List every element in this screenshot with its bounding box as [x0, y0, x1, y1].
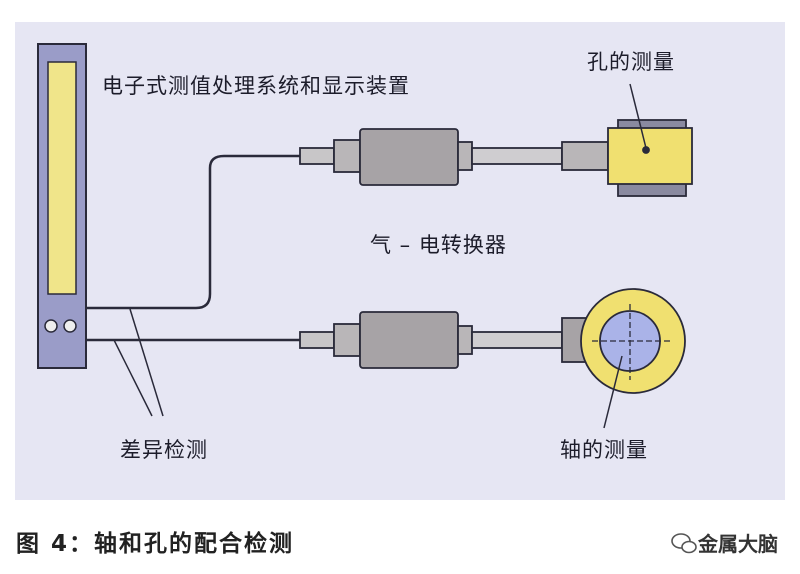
pointer-line-upper [129, 308, 164, 417]
converter-label: 气 – 电转换器 [370, 233, 507, 257]
watermark: 金属大脑 [670, 528, 778, 557]
hole-gauge [607, 119, 693, 197]
shaft-measure-label: 轴的测量 [560, 438, 648, 462]
lower-converter [299, 311, 597, 369]
differential-label: 差异检测 [120, 438, 208, 462]
hole-measure-label: 孔的测量 [587, 50, 675, 74]
diagram-panel [15, 22, 785, 500]
indicator-light-right [63, 319, 77, 333]
pointer-line-lower [113, 339, 153, 417]
shaft-pointer [603, 355, 623, 429]
hole-pointer [629, 83, 647, 149]
wechat-icon [671, 533, 697, 554]
watermark-text: 金属大脑 [698, 532, 778, 556]
indicator-light-left [44, 319, 58, 333]
upper-cable [86, 154, 300, 310]
display-screen [47, 61, 77, 295]
upper-converter [299, 128, 609, 186]
figure-caption: 图 4：轴和孔的配合检测 [16, 531, 295, 557]
display-system-label: 电子式测值处理系统和显示装置 [102, 74, 410, 98]
display-unit [37, 43, 87, 369]
shaft-crosshair [592, 304, 670, 380]
